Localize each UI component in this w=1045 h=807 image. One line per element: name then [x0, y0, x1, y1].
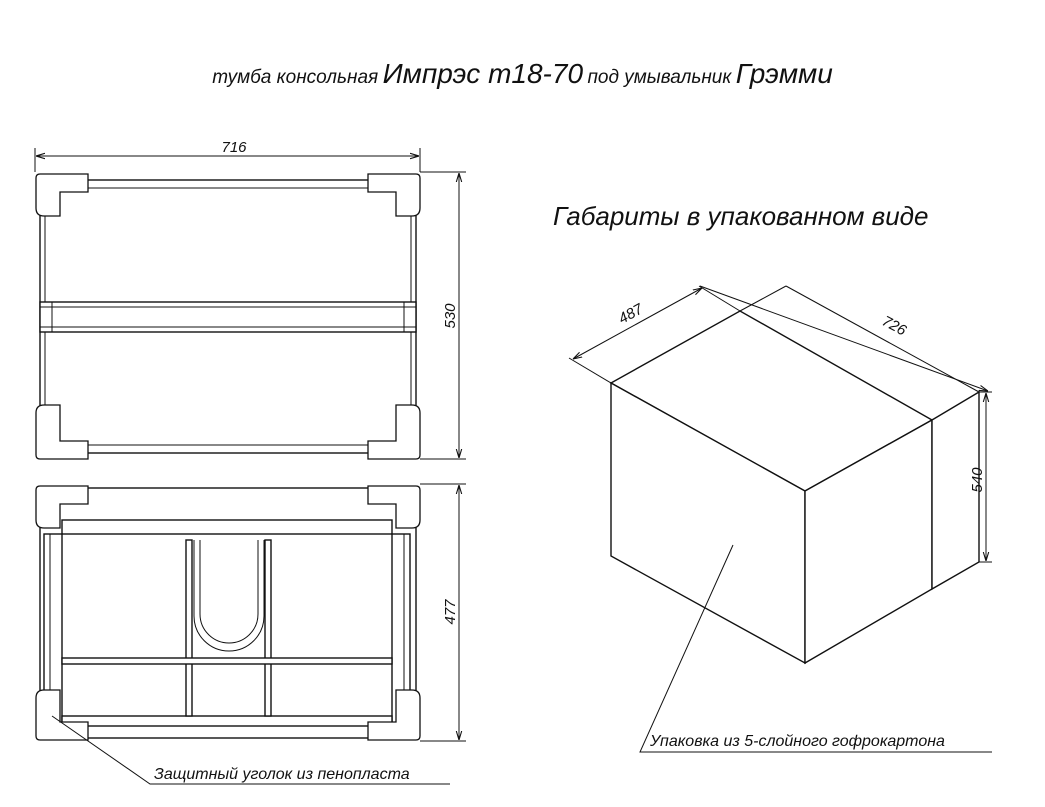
callout-leader [51, 715, 450, 785]
callout-text-packaging: Упаковка из 5-слойного гофрокартона [649, 733, 945, 750]
foam-corner-top-right [367, 173, 421, 217]
dimension-label-477: 477 [442, 599, 459, 625]
box-top-back-edge [739, 285, 787, 312]
dimension-label-726: 726 [879, 313, 910, 340]
front-shelf [61, 657, 393, 665]
dimension-line-487 [573, 288, 702, 359]
drawing-title: тумба консольная Импрэс т18-70 под умыва… [0, 58, 1045, 90]
foam-corner-callout: Защитный уголок из пенопласта [51, 715, 450, 785]
extension-line-b [698, 285, 741, 312]
siphon-cutout [193, 540, 265, 652]
front-view: 477 Защитный уголок из пенопласта [35, 483, 466, 785]
title-part-4: Грэмми [735, 58, 833, 89]
dimension-line-726 [699, 285, 988, 391]
foam-corner-bottom-left [35, 404, 89, 460]
dimension-540: 540 [969, 391, 992, 563]
packaging-callout: Упаковка из 5-слойного гофрокартона [639, 544, 992, 753]
foam-corner-bottom-right [367, 404, 421, 460]
foam-corner-front-top-left [35, 485, 89, 529]
title-part-3: под умывальник [587, 67, 732, 88]
dimension-label-487: 487 [616, 300, 647, 327]
front-top-rail [61, 519, 393, 535]
dimension-label-540: 540 [969, 467, 986, 493]
dimension-label-530: 530 [442, 303, 459, 329]
front-bottom-rail [61, 715, 393, 727]
dimension-716: 716 [34, 139, 421, 172]
foam-corner-front-bottom-right [367, 689, 421, 741]
title-part-2: Импрэс т18-70 [382, 58, 584, 89]
dimension-477: 477 [420, 483, 466, 742]
partition-left [185, 539, 193, 717]
top-view: 716 530 [34, 139, 466, 460]
foam-corner-front-top-right [367, 485, 421, 529]
callout-leader [639, 544, 992, 753]
dimension-label-716: 716 [221, 139, 247, 156]
foam-corner-top-left [35, 173, 89, 217]
title-part-1: тумба консольная [212, 67, 379, 88]
package-view: Габариты в упакованном виде 487 726 540 [553, 201, 992, 753]
partition-right [264, 539, 272, 717]
callout-text-foam: Защитный уголок из пенопласта [154, 766, 410, 783]
extension-line-a [568, 357, 612, 384]
package-heading: Габариты в упакованном виде [553, 201, 929, 231]
dimension-530: 530 [420, 171, 466, 460]
siphon-cutout-inner [199, 540, 259, 644]
box-top-right-edge [785, 285, 980, 393]
